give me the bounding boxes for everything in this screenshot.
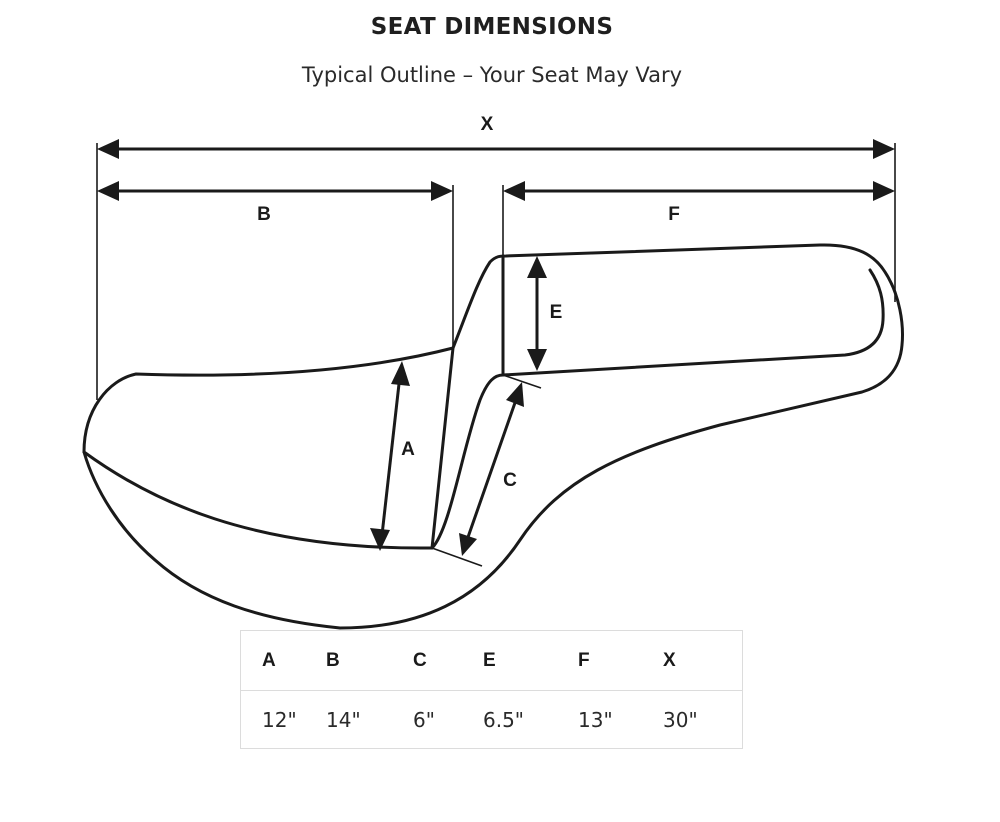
header-cell-b: B: [326, 630, 413, 691]
dimension-c: C: [459, 382, 524, 556]
value-cell-a: 12": [262, 707, 297, 732]
dimension-b: B: [97, 181, 453, 225]
header-cell-c: C: [413, 630, 483, 691]
label-c: C: [503, 470, 517, 491]
dimensions-table: A B C E F X 12" 14" 6" 6.5" 13" 30": [240, 630, 743, 749]
header-cell-x: X: [663, 630, 743, 691]
dimension-f: F: [503, 181, 895, 225]
extension-lines: [96, 143, 896, 567]
header-cell-f: F: [578, 630, 663, 691]
label-f: F: [668, 204, 680, 225]
value-cell-b: 14": [326, 707, 361, 732]
label-e: E: [550, 302, 563, 323]
page-title: SEAT DIMENSIONS: [370, 14, 614, 40]
seat-outline: [82, 243, 904, 630]
dimension-e: E: [527, 256, 562, 371]
seat-outline-diagram: X B F E A: [82, 114, 904, 630]
label-b: B: [257, 204, 271, 225]
page-subtitle: Typical Outline – Your Seat May Vary: [301, 63, 683, 87]
label-a: A: [401, 439, 415, 460]
label-x: X: [481, 114, 494, 135]
dimension-x: X: [97, 114, 895, 159]
table-header-row: A B C E F X: [240, 630, 743, 691]
value-cell-e: 6.5": [483, 707, 525, 732]
value-cell-f: 13": [578, 707, 613, 732]
value-cell-c: 6": [413, 707, 435, 732]
header-cell-e: E: [483, 630, 578, 691]
header-cell-a: A: [240, 630, 326, 691]
table-row: 12" 14" 6" 6.5" 13" 30": [241, 691, 743, 749]
value-cell-x: 30": [663, 707, 698, 732]
dimension-a: A: [370, 361, 415, 551]
